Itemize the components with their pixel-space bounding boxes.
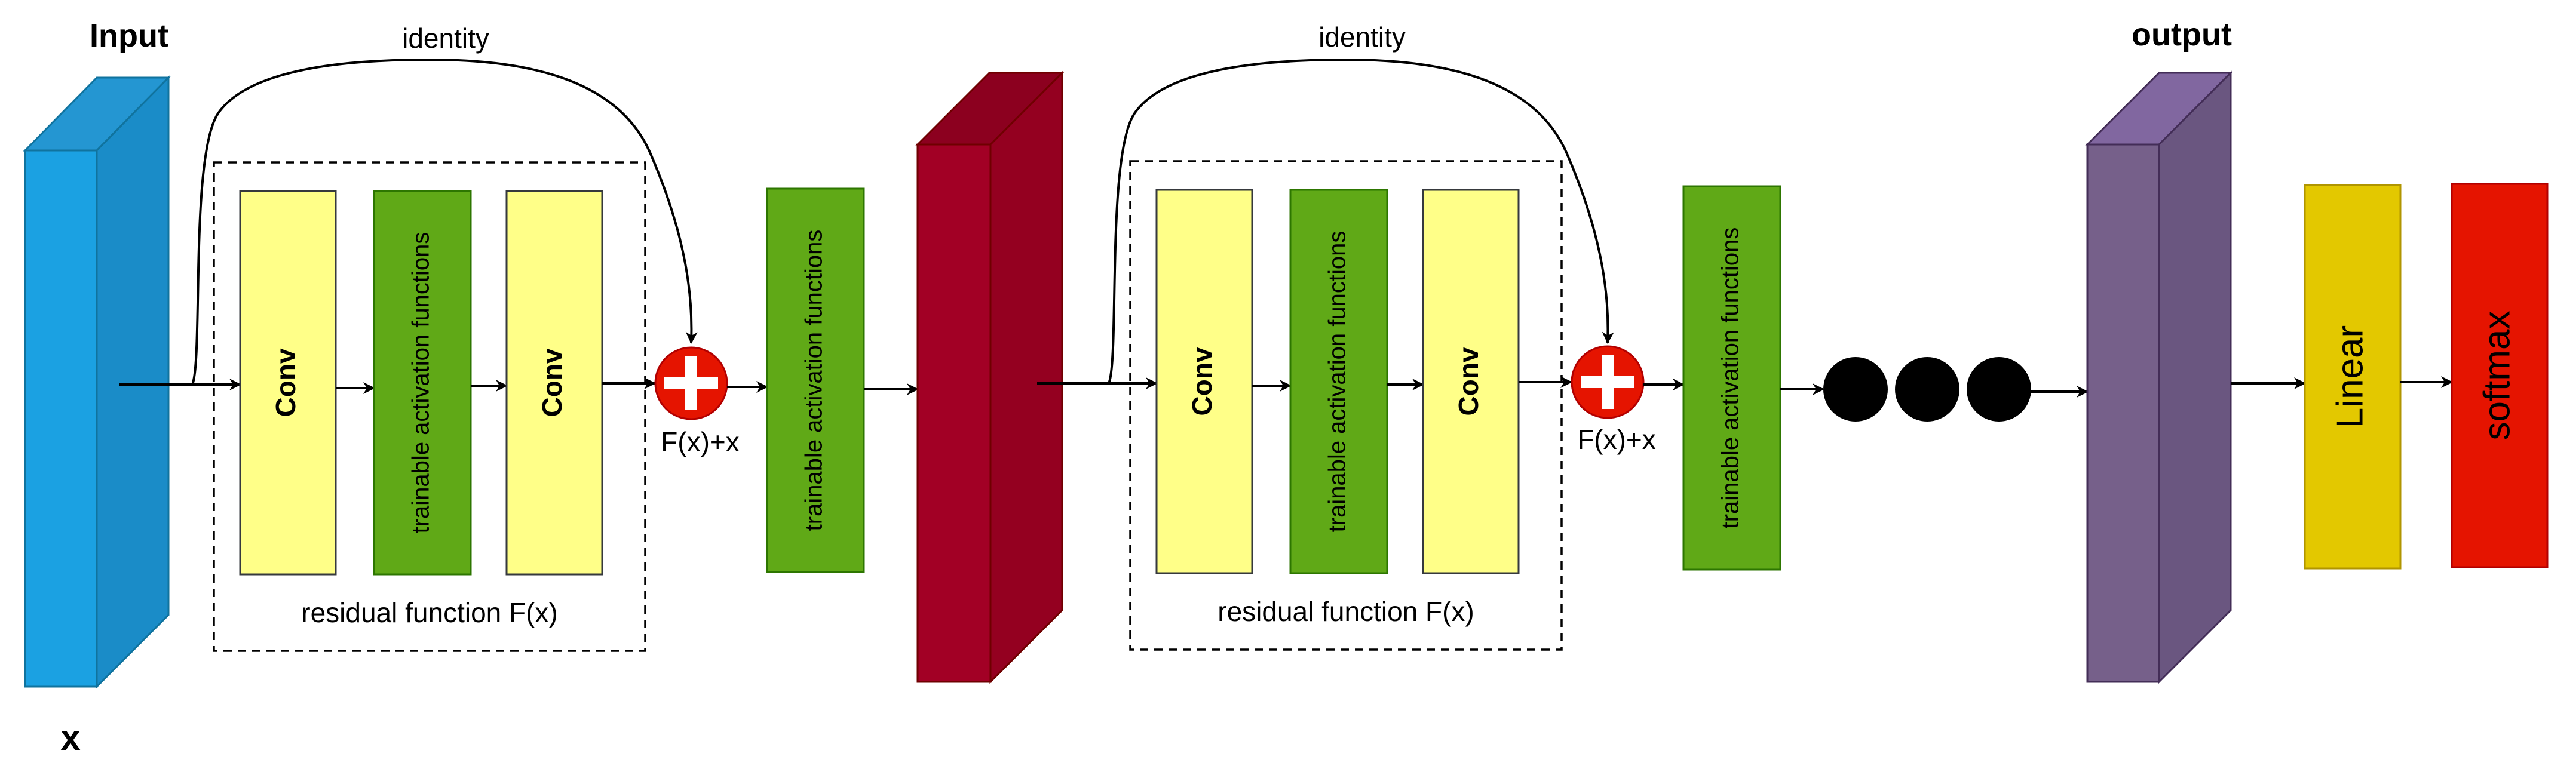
input-block	[23, 75, 171, 689]
mid-block-side	[989, 70, 1063, 684]
output-block-front	[2086, 143, 2160, 683]
add-node	[654, 346, 728, 420]
conv2-label: Conv	[536, 348, 568, 417]
activation-label: trainable activation functions	[408, 232, 434, 534]
output-block	[2085, 70, 2233, 684]
post-activation-label: trainable activation functions	[801, 230, 827, 531]
conv1-label: Conv	[270, 348, 301, 417]
conv1-box	[239, 190, 337, 576]
residual-region-label: residual function F(x)	[1218, 596, 1474, 627]
activation-label: trainable activation functions	[1324, 231, 1351, 533]
output-block-side	[2158, 70, 2232, 684]
ellipsis-dots	[1823, 357, 2031, 422]
input-variable: x	[60, 718, 80, 758]
identity-skip-connection	[1108, 58, 1614, 384]
conv2-box	[505, 190, 603, 576]
softmax-box	[2451, 183, 2549, 568]
softmax-label: softmax	[2476, 310, 2517, 440]
residual-region-label: residual function F(x)	[301, 597, 558, 628]
residual-block-2: residual function F(x) identity Conv tra…	[1037, 21, 1824, 651]
add-label: F(x)+x	[661, 426, 740, 457]
add-node	[1571, 345, 1645, 419]
output-title: output	[2132, 17, 2232, 53]
identity-label: identity	[402, 23, 489, 54]
residual-block-1: residual function F(x) identity Conv tra…	[119, 23, 919, 652]
mid-block-front	[916, 143, 992, 683]
input-block-side	[96, 75, 170, 689]
identity-label: identity	[1318, 21, 1406, 53]
add-label: F(x)+x	[1577, 424, 1656, 455]
residual-region-box	[1129, 160, 1563, 651]
activation-box	[1289, 189, 1388, 574]
conv2-label: Conv	[1453, 347, 1484, 416]
post-activation-box	[766, 187, 865, 573]
input-block-front	[24, 149, 98, 688]
ellipsis-dot	[1823, 357, 1888, 422]
conv1-label: Conv	[1186, 347, 1218, 416]
identity-skip-connection	[191, 58, 698, 385]
conv2-box	[1422, 189, 1520, 574]
ellipsis-dot	[1967, 357, 2031, 422]
ellipsis-dot	[1895, 357, 1959, 422]
input-title: Input	[90, 18, 168, 54]
mid-block	[915, 70, 1065, 684]
conv1-box	[1155, 189, 1253, 574]
linear-label: Linear	[2329, 325, 2370, 428]
activation-box	[373, 190, 472, 576]
linear-box	[2304, 184, 2402, 570]
post-activation-box	[1682, 185, 1781, 571]
residual-region-box	[213, 161, 646, 652]
post-activation-label: trainable activation functions	[1718, 227, 1744, 529]
